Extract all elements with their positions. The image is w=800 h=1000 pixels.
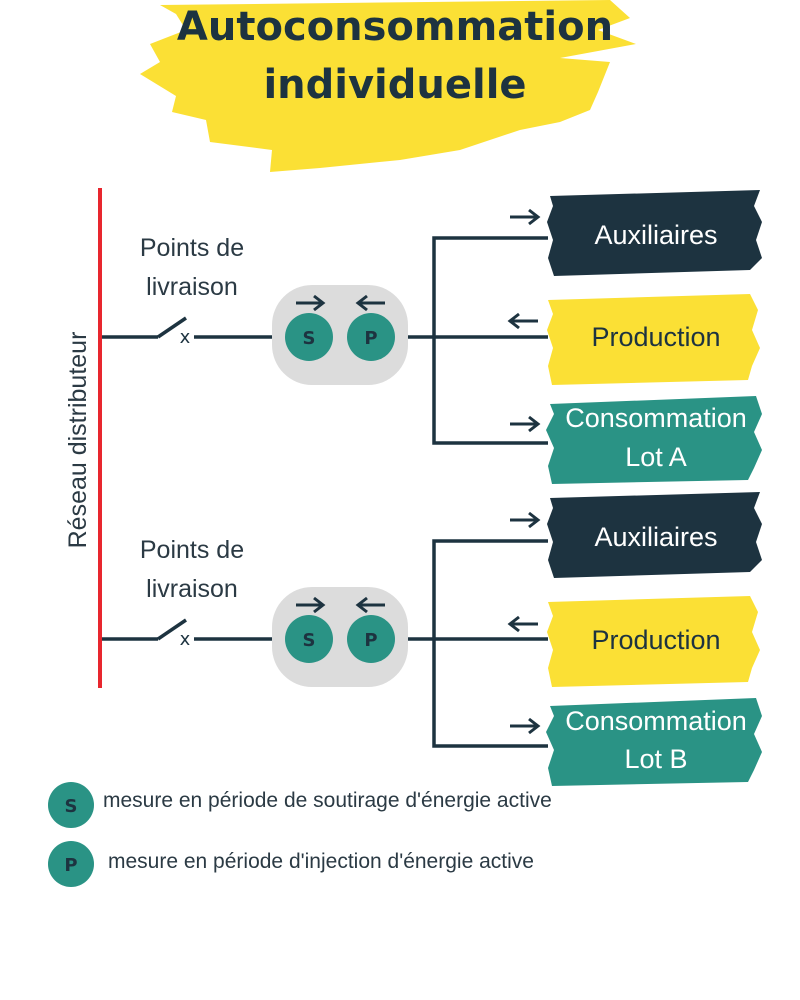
delivery-block-1: Points de livraison x S P xyxy=(102,190,762,484)
legend-symbol-s xyxy=(48,782,94,828)
arrow-right-icon xyxy=(510,511,541,529)
branch-wire xyxy=(432,236,548,445)
meter-p-letter: P xyxy=(364,630,377,651)
meter-p xyxy=(347,615,395,663)
arrow-right-icon xyxy=(313,294,326,312)
legend-text: mesure en période d'injection d'énergie … xyxy=(108,850,534,873)
delivery-label-line-2: livraison xyxy=(146,273,238,301)
legend-text: mesure en période de soutirage d'énergie… xyxy=(103,789,552,812)
arrow-left-icon xyxy=(355,294,368,312)
delivery-label-line-2: livraison xyxy=(146,575,238,603)
arrow-right-icon xyxy=(313,596,326,614)
output-box-production xyxy=(547,294,760,385)
output-label: Auxiliaires xyxy=(594,522,717,552)
switch-mark: x xyxy=(180,327,191,348)
legend-item-p: P mesure en période d'injection d'énergi… xyxy=(48,841,534,887)
arrow-left-icon xyxy=(355,596,368,614)
output-label-line-2: Lot B xyxy=(624,744,687,774)
meter-s-letter: S xyxy=(303,328,316,349)
output-label: Production xyxy=(591,625,720,655)
meter-p xyxy=(347,313,395,361)
delivery-block-2: Points de livraison x S P Auxiliaires xyxy=(102,492,762,786)
arrow-right-icon xyxy=(510,717,541,735)
grid-label: Réseau distributeur xyxy=(64,332,92,549)
legend-item-s: S mesure en période de soutirage d'énerg… xyxy=(48,782,552,828)
output-box-auxiliaires xyxy=(547,190,762,276)
legend: S mesure en période de soutirage d'énerg… xyxy=(48,782,552,887)
arrow-left-icon xyxy=(507,312,538,330)
switch-icon xyxy=(157,316,187,339)
delivery-label-line-1: Points de xyxy=(140,536,244,564)
output-label-line-1: Consommation xyxy=(565,403,747,433)
title-line-2: individuelle xyxy=(263,62,526,108)
legend-symbol-letter: S xyxy=(65,796,78,817)
branch-wire xyxy=(432,539,548,748)
arrow-left-icon xyxy=(507,615,538,633)
output-box-production xyxy=(547,596,760,687)
legend-symbol-p xyxy=(48,841,94,887)
delivery-label-line-1: Points de xyxy=(140,234,244,262)
output-box-consommation xyxy=(546,396,762,484)
output-box-consommation xyxy=(546,698,762,786)
switch-mark: x xyxy=(180,629,191,650)
meter-s-letter: S xyxy=(303,630,316,651)
arrow-right-icon xyxy=(510,415,541,433)
title-brush xyxy=(140,0,636,172)
legend-symbol-letter: P xyxy=(64,855,77,876)
output-label: Auxiliaires xyxy=(594,220,717,250)
title-line-1: Autoconsommation xyxy=(177,4,613,50)
meter-p-letter: P xyxy=(364,328,377,349)
meter-s xyxy=(285,615,333,663)
meter-s xyxy=(285,313,333,361)
output-label: Production xyxy=(591,322,720,352)
output-label-line-1: Consommation xyxy=(565,706,747,736)
output-box-auxiliaires xyxy=(547,492,762,578)
switch-icon xyxy=(157,618,187,641)
arrow-right-icon xyxy=(510,208,541,226)
output-label-line-2: Lot A xyxy=(625,442,687,472)
